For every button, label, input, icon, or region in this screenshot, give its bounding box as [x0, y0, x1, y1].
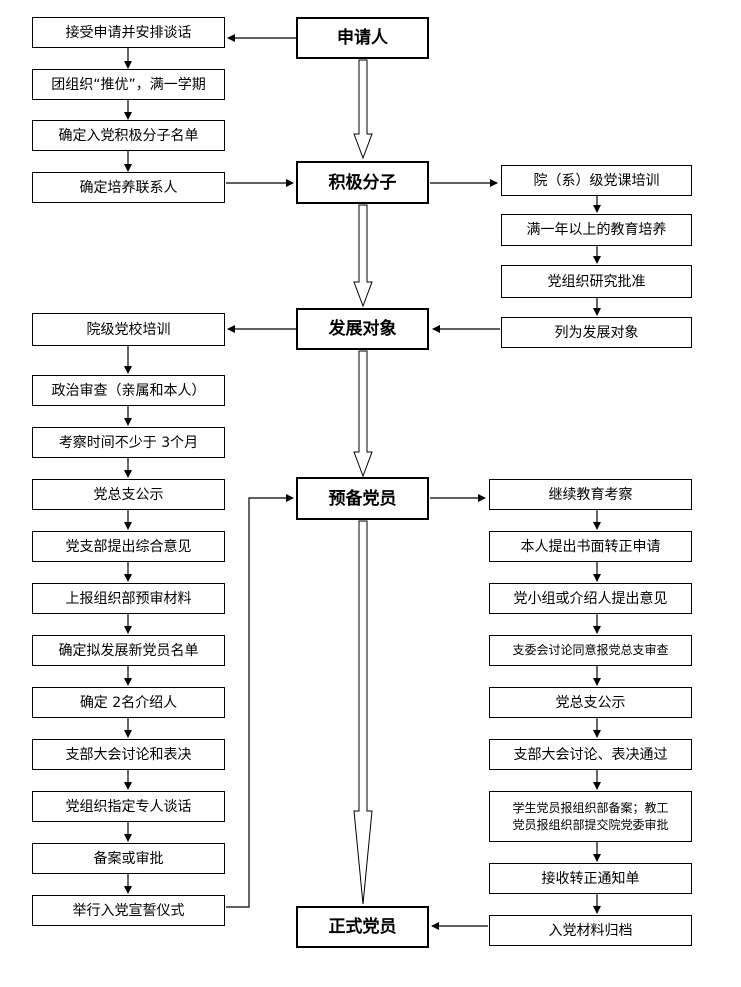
step-continue-education: 继续教育考察	[489, 479, 692, 510]
step-contact-person-label: 确定培养联系人	[79, 179, 178, 196]
stage-applicant-label: 申请人	[337, 28, 388, 48]
stage-activist-label: 积极分子	[328, 172, 397, 193]
hollow-arrow-1	[353, 59, 373, 160]
step-branch-opinion-label: 党支部提出综合意见	[65, 538, 192, 555]
hollow-arrow-4	[353, 520, 373, 905]
step-inspection-period-label: 考察时间不少于 3个月	[58, 434, 199, 451]
step-report-approval: 学生党员报组织部备案；教工 党员报组织部提交院党委审批	[489, 791, 692, 842]
step-recommend: 团组织“推优”，满一学期	[32, 69, 225, 100]
step-assembly-vote-label: 支部大会讨论和表决	[65, 746, 192, 763]
step-two-introducers-label: 确定 2名介绍人	[79, 694, 178, 711]
step-college-training: 院级党校培训	[32, 313, 225, 346]
step-archive: 入党材料归档	[489, 915, 692, 946]
step-written-application-label: 本人提出书面转正申请	[520, 538, 661, 555]
step-dept-training: 院（系）级党课培训	[501, 165, 692, 196]
step-oath: 举行入党宣誓仪式	[32, 895, 225, 926]
step-recommend-label: 团组织“推优”，满一学期	[51, 76, 206, 93]
stage-activist: 积极分子	[296, 161, 429, 204]
step-written-application: 本人提出书面转正申请	[489, 531, 692, 562]
step-continue-education-label: 继续教育考察	[548, 486, 633, 503]
hollow-arrow-3	[353, 350, 373, 478]
step-education-year: 满一年以上的教育培养	[501, 214, 692, 246]
step-report-line1: 学生党员报组织部备案；教工	[512, 800, 669, 815]
step-assembly-pass: 支部大会讨论、表决通过	[489, 739, 692, 770]
stage-probationary-member: 预备党员	[296, 477, 429, 520]
step-approval-label: 党组织研究批准	[547, 273, 646, 290]
step-confirm-activist-list: 确定入党积极分子名单	[32, 120, 225, 151]
step-special-talk: 党组织指定专人谈话	[32, 791, 225, 822]
step-list-as-target: 列为发展对象	[501, 317, 692, 348]
stage-probationary-member-label: 预备党员	[328, 488, 397, 509]
stage-development-target: 发展对象	[296, 308, 429, 350]
step-group-opinion: 党小组或介绍人提出意见	[489, 583, 692, 614]
hollow-arrow-2	[353, 204, 373, 308]
step-pre-review: 上报组织部预审材料	[32, 583, 225, 614]
step-general-branch-publicity-label: 党总支公示	[555, 694, 626, 711]
step-political-review: 政治审查（亲属和本人）	[32, 375, 225, 406]
step-confirm-new-list: 确定拟发展新党员名单	[32, 635, 225, 666]
step-list-as-target-label: 列为发展对象	[554, 324, 639, 341]
stage-full-member-label: 正式党员	[328, 917, 397, 937]
step-dept-training-label: 院（系）级党课培训	[533, 172, 660, 189]
step-filing-label: 备案或审批	[93, 850, 164, 867]
step-assembly-pass-label: 支部大会讨论、表决通过	[513, 746, 668, 763]
step-committee-discussion-label: 支委会讨论同意报党总支审查	[512, 643, 669, 657]
step-branch-opinion: 党支部提出综合意见	[32, 531, 225, 562]
step-two-introducers: 确定 2名介绍人	[32, 687, 225, 718]
step-inspection-period: 考察时间不少于 3个月	[32, 427, 225, 458]
step-contact-person: 确定培养联系人	[32, 172, 225, 203]
step-interview-label: 接受申请并安排谈话	[65, 24, 192, 41]
step-receive-notice: 接收转正通知单	[489, 863, 692, 894]
step-confirm-new-list-label: 确定拟发展新党员名单	[58, 642, 199, 659]
step-report-line2: 党员报组织部提交院党委审批	[512, 817, 669, 832]
step-political-review-label: 政治审查（亲属和本人）	[51, 382, 206, 399]
step-branch-publicity-label: 党总支公示	[93, 486, 164, 503]
step-special-talk-label: 党组织指定专人谈话	[65, 798, 192, 815]
step-archive-label: 入党材料归档	[548, 922, 633, 939]
step-confirm-activist-list-label: 确定入党积极分子名单	[58, 127, 199, 144]
step-college-training-label: 院级党校培训	[86, 321, 171, 338]
step-interview: 接受申请并安排谈话	[32, 17, 225, 48]
step-receive-notice-label: 接收转正通知单	[541, 870, 640, 887]
step-pre-review-label: 上报组织部预审材料	[65, 590, 192, 607]
step-approval: 党组织研究批准	[501, 265, 692, 298]
step-committee-discussion: 支委会讨论同意报党总支审查	[489, 635, 692, 666]
step-general-branch-publicity: 党总支公示	[489, 687, 692, 718]
stage-full-member: 正式党员	[296, 906, 429, 948]
step-education-year-label: 满一年以上的教育培养	[526, 222, 667, 238]
step-assembly-vote: 支部大会讨论和表决	[32, 739, 225, 770]
stage-development-target-label: 发展对象	[328, 319, 397, 339]
step-oath-label: 举行入党宣誓仪式	[72, 902, 185, 919]
step-group-opinion-label: 党小组或介绍人提出意见	[513, 590, 668, 607]
arrow-oath-to-probationary	[226, 494, 294, 908]
step-branch-publicity: 党总支公示	[32, 479, 225, 510]
step-filing: 备案或审批	[32, 843, 225, 874]
stage-applicant: 申请人	[296, 17, 429, 59]
